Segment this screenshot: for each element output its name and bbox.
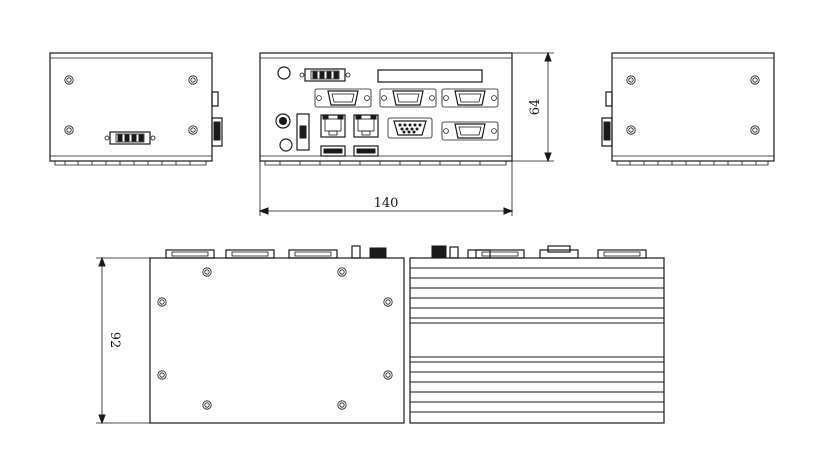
power-led-icon [279, 138, 293, 152]
left-side-view [49, 52, 223, 166]
antenna-connector-icon [275, 113, 291, 129]
terminal-block-connector [299, 68, 351, 82]
screw-icon [188, 75, 198, 85]
screw-icon [337, 400, 347, 410]
top-view [409, 245, 665, 424]
left-vent-teeth [64, 161, 191, 165]
screw-icon [750, 125, 760, 135]
com-port-icon [441, 121, 499, 141]
com-port-icon [314, 88, 372, 108]
power-switch-icon [296, 113, 310, 151]
connector-profile [597, 249, 647, 259]
connector-profile [165, 249, 215, 259]
heatsink-fins [410, 267, 664, 413]
right-side-view [601, 52, 775, 166]
front-io-view [259, 52, 513, 166]
screw-icon [383, 297, 393, 307]
screw-icon [626, 125, 636, 135]
screw-icon [64, 125, 74, 135]
screw-icon [750, 75, 760, 85]
connector-profile [288, 249, 338, 259]
screw-icon [337, 267, 347, 277]
depth-dimension-label: 92 [107, 332, 122, 349]
screw-icon [626, 75, 636, 85]
vga-port-icon [387, 117, 433, 139]
width-dimension-label: 140 [374, 196, 399, 211]
terminal-block-connector [104, 131, 156, 145]
com-port-icon [441, 88, 499, 108]
led-indicator-icon [277, 66, 291, 80]
connector-profile [225, 249, 275, 259]
screw-icon [157, 297, 167, 307]
ethernet-port-icon [320, 114, 346, 138]
screw-icon [202, 400, 212, 410]
expansion-slot [377, 69, 483, 83]
screw-icon [383, 370, 393, 380]
screw-icon [64, 75, 74, 85]
screw-icon [157, 370, 167, 380]
com-port-icon [379, 88, 437, 108]
depth-dimension: 92 [96, 256, 150, 425]
usb-port-icon [320, 145, 346, 157]
width-dimension: 140 [258, 161, 514, 216]
screw-icon [202, 267, 212, 277]
height-dimension-label: 64 [528, 99, 543, 116]
ethernet-port-icon [353, 114, 379, 138]
screw-icon [188, 125, 198, 135]
bottom-view [149, 245, 405, 424]
height-dimension: 64 [512, 51, 554, 163]
connector-profile [475, 249, 525, 259]
usb-port-icon [353, 145, 379, 157]
